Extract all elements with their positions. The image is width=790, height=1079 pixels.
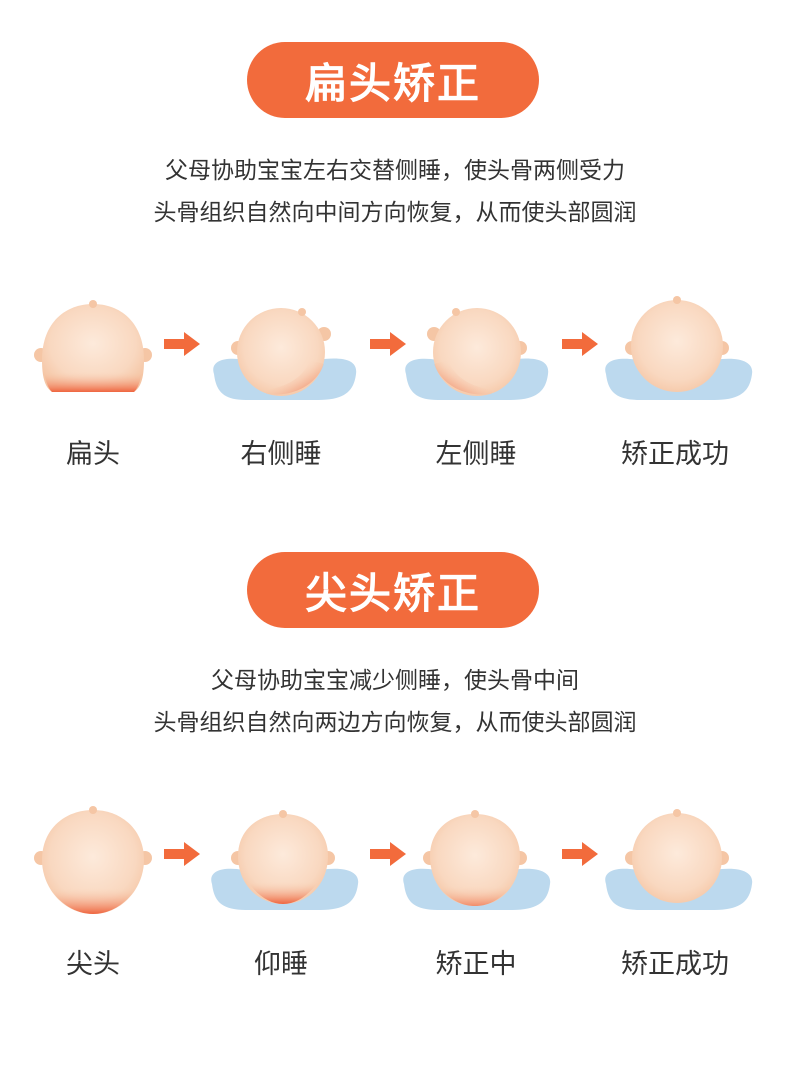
- left-side-sleep-illustration: [405, 308, 549, 400]
- description-line: 头骨组织自然向中间方向恢复，从而使头部圆润: [153, 200, 637, 226]
- head-shape: [631, 300, 723, 392]
- pressure-area: [248, 882, 318, 904]
- right-side-sleep-illustration: [213, 308, 357, 400]
- pointed-head-section: 尖头矫正 父母协助宝宝减少侧睡，使头骨中间 头骨组织自然向两边方向恢复，从而使头…: [0, 510, 790, 1020]
- corrected-illustration: [605, 809, 753, 910]
- section-description: 父母协助宝宝减少侧睡，使头骨中间 头骨组织自然向两边方向恢复，从而使头部圆润: [0, 660, 790, 744]
- head-shape: [238, 814, 328, 904]
- head-shape: [433, 308, 521, 396]
- stage-label: 扁头: [66, 439, 120, 470]
- flat-head-stage: [18, 282, 168, 422]
- corrected-stage: [600, 792, 753, 932]
- stage-label: 矫正成功: [621, 949, 729, 980]
- arrow-right-icon: [562, 332, 598, 356]
- pointed-head-illustration: [34, 806, 152, 914]
- hair-tuft: [673, 296, 681, 304]
- head-shape: [430, 814, 520, 906]
- hair-tuft: [471, 810, 479, 818]
- right-side-sleep-stage: [206, 282, 357, 422]
- correcting-stage: [398, 792, 551, 932]
- back-sleep-stage: [206, 792, 359, 932]
- arrow-right-icon: [164, 332, 200, 356]
- stage-label: 矫正中: [435, 949, 517, 980]
- left-side-sleep-stage: [398, 282, 549, 422]
- section-title: 扁头矫正: [247, 42, 539, 118]
- head-shape: [237, 308, 325, 396]
- arrow-right-icon: [164, 842, 200, 866]
- correcting-illustration: [403, 810, 551, 910]
- head-shape: [632, 813, 722, 903]
- pressure-area: [50, 888, 136, 914]
- pressure-area: [44, 372, 142, 392]
- corrected-illustration: [605, 296, 753, 400]
- hair-tuft: [89, 300, 97, 308]
- flat-head-section: 扁头矫正 父母协助宝宝左右交替侧睡，使头骨两侧受力 头骨组织自然向中间方向恢复，…: [0, 0, 790, 510]
- arrow-right-icon: [370, 332, 406, 356]
- description-line: 父母协助宝宝左右交替侧睡，使头骨两侧受力: [165, 158, 625, 184]
- corrected-stage: [600, 282, 753, 422]
- back-sleep-illustration: [211, 810, 359, 910]
- stage-label: 右侧睡: [240, 439, 322, 470]
- pressure-area: [434, 360, 492, 395]
- hair-tuft: [298, 308, 306, 316]
- pressure-area: [266, 360, 324, 395]
- stage-label: 左侧睡: [435, 439, 517, 470]
- arrow-right-icon: [562, 842, 598, 866]
- section-description: 父母协助宝宝左右交替侧睡，使头骨两侧受力 头骨组织自然向中间方向恢复，从而使头部…: [0, 150, 790, 234]
- pointed-head-stage: [18, 792, 168, 932]
- hair-tuft: [89, 806, 97, 814]
- description-line: 父母协助宝宝减少侧睡，使头骨中间: [211, 668, 579, 694]
- hair-tuft: [279, 810, 287, 818]
- section-title: 尖头矫正: [247, 552, 539, 628]
- head-shape: [42, 304, 144, 392]
- pressure-area: [438, 886, 512, 906]
- stage-label: 矫正成功: [621, 439, 729, 470]
- description-line: 头骨组织自然向两边方向恢复，从而使头部圆润: [153, 710, 637, 736]
- flat-head-illustration: [34, 300, 152, 392]
- hair-tuft: [673, 809, 681, 817]
- arrow-right-icon: [370, 842, 406, 866]
- stage-label: 仰睡: [254, 949, 308, 980]
- stage-label: 尖头: [66, 949, 120, 980]
- hair-tuft: [452, 308, 460, 316]
